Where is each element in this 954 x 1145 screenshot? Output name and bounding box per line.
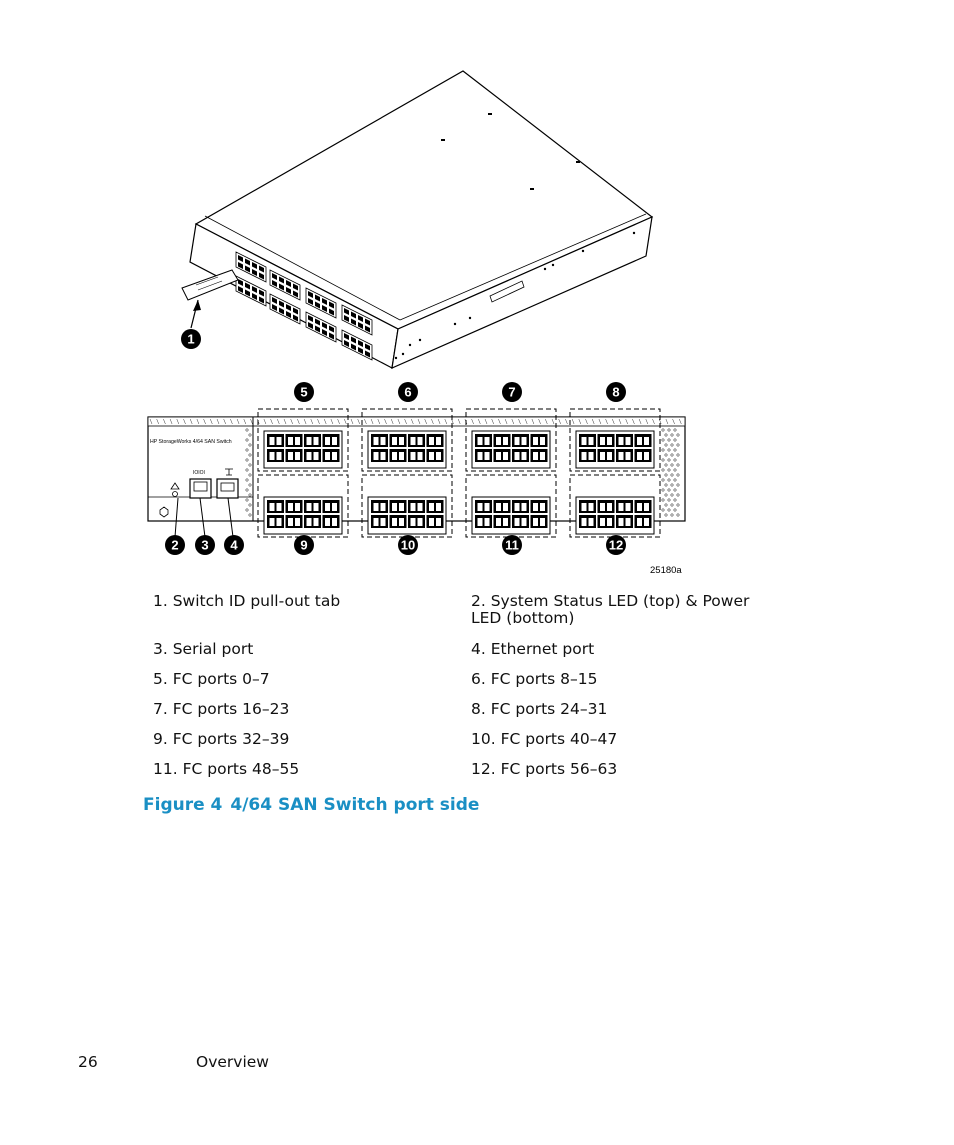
svg-text:2: 2 xyxy=(171,538,178,553)
legend-item-5: 5. FC ports 0–7 xyxy=(153,670,270,688)
svg-text:9: 9 xyxy=(300,538,307,553)
serial-port-glyph: IOIOI xyxy=(193,470,205,476)
svg-text:3: 3 xyxy=(201,538,208,553)
legend-item-6: 6. FC ports 8–15 xyxy=(471,670,598,688)
legend-item-8: 8. FC ports 24–31 xyxy=(471,700,608,718)
isometric-port-block xyxy=(341,329,373,361)
callout-11: 11 xyxy=(502,535,522,555)
chassis-side-label xyxy=(489,280,525,303)
panel-brand-label: HP StorageWorks 4/64 SAN Switch xyxy=(150,439,232,445)
legend-item-2: 2. System Status LED (top) & Power LED (… xyxy=(471,592,750,627)
fc-port-block xyxy=(465,474,557,538)
isometric-port-block xyxy=(305,311,337,343)
legend-item-10: 10. FC ports 40–47 xyxy=(471,730,618,748)
callout-3: 3 xyxy=(195,535,215,555)
isometric-port-block xyxy=(305,287,337,319)
callout-10: 10 xyxy=(398,535,418,555)
callout-8: 8 xyxy=(606,382,626,402)
svg-text:12: 12 xyxy=(609,538,623,553)
chassis-marks xyxy=(394,113,636,360)
callout-12: 12 xyxy=(606,535,626,555)
callout-5: 5 xyxy=(294,382,314,402)
callout-1: 1 xyxy=(181,329,201,349)
callout-7: 7 xyxy=(502,382,522,402)
legend-item-4: 4. Ethernet port xyxy=(471,640,595,658)
fc-port-block xyxy=(569,474,661,538)
svg-text:4: 4 xyxy=(230,538,238,553)
fc-port-block xyxy=(361,408,453,472)
fc-port-block xyxy=(257,474,349,538)
chassis-side-face xyxy=(391,216,653,369)
legend-item-7: 7. FC ports 16–23 xyxy=(153,700,290,718)
svg-text:5: 5 xyxy=(300,385,307,400)
svg-text:7: 7 xyxy=(508,385,515,400)
switch-chassis-isometric xyxy=(189,70,654,369)
fc-port-block xyxy=(569,408,661,472)
front-panel: HP StorageWorks 4/64 SAN Switch IOIOI xyxy=(147,408,686,538)
isometric-port-block xyxy=(269,269,301,301)
figure-caption: Figure 4 4/64 SAN Switch port side xyxy=(143,795,479,815)
fc-port-block xyxy=(257,408,349,472)
isometric-port-blocks xyxy=(235,251,373,361)
legend-item-3: 3. Serial port xyxy=(153,640,254,658)
legend-item-1: 1. Switch ID pull-out tab xyxy=(153,592,341,610)
callout-2: 2 xyxy=(165,535,185,555)
figure-caption-title: 4/64 SAN Switch port side xyxy=(230,795,480,815)
callout-9: 9 xyxy=(294,535,314,555)
switch-id-pullout-tab xyxy=(181,269,239,301)
legend-item-12: 12. FC ports 56–63 xyxy=(471,760,618,778)
vent-patterns xyxy=(149,418,682,517)
isometric-port-block xyxy=(235,251,267,283)
figure-caption-label: Figure 4 xyxy=(143,795,223,815)
mount-hole-icon xyxy=(159,506,169,518)
page-number: 26 xyxy=(78,1053,98,1071)
network-icon xyxy=(225,468,233,476)
footer-section: Overview xyxy=(196,1053,269,1071)
fc-port-block xyxy=(361,474,453,538)
callout-4: 4 xyxy=(224,535,244,555)
isometric-port-block xyxy=(269,293,301,325)
svg-text:8: 8 xyxy=(612,385,619,400)
callout-6: 6 xyxy=(398,382,418,402)
isometric-port-block xyxy=(341,304,373,336)
legend-item-11: 11. FC ports 48–55 xyxy=(153,760,300,778)
svg-text:10: 10 xyxy=(401,538,415,553)
ethernet-port xyxy=(216,478,239,499)
legend-item-9: 9. FC ports 32–39 xyxy=(153,730,290,748)
figure-code: 25180a xyxy=(650,565,682,576)
isometric-port-block xyxy=(235,275,267,307)
callout-markers: 1 5 6 7 8 2 3 4 9 10 11 12 xyxy=(165,329,626,555)
fc-port-block xyxy=(465,408,557,472)
svg-text:1: 1 xyxy=(187,332,194,347)
system-status-led-icon xyxy=(170,482,180,490)
power-led xyxy=(172,491,178,497)
svg-text:11: 11 xyxy=(505,538,519,553)
fc-port-blocks xyxy=(257,408,661,538)
svg-text:6: 6 xyxy=(404,385,411,400)
switch-figure: HP StorageWorks 4/64 SAN Switch IOIOI 1 5… xyxy=(147,70,686,576)
